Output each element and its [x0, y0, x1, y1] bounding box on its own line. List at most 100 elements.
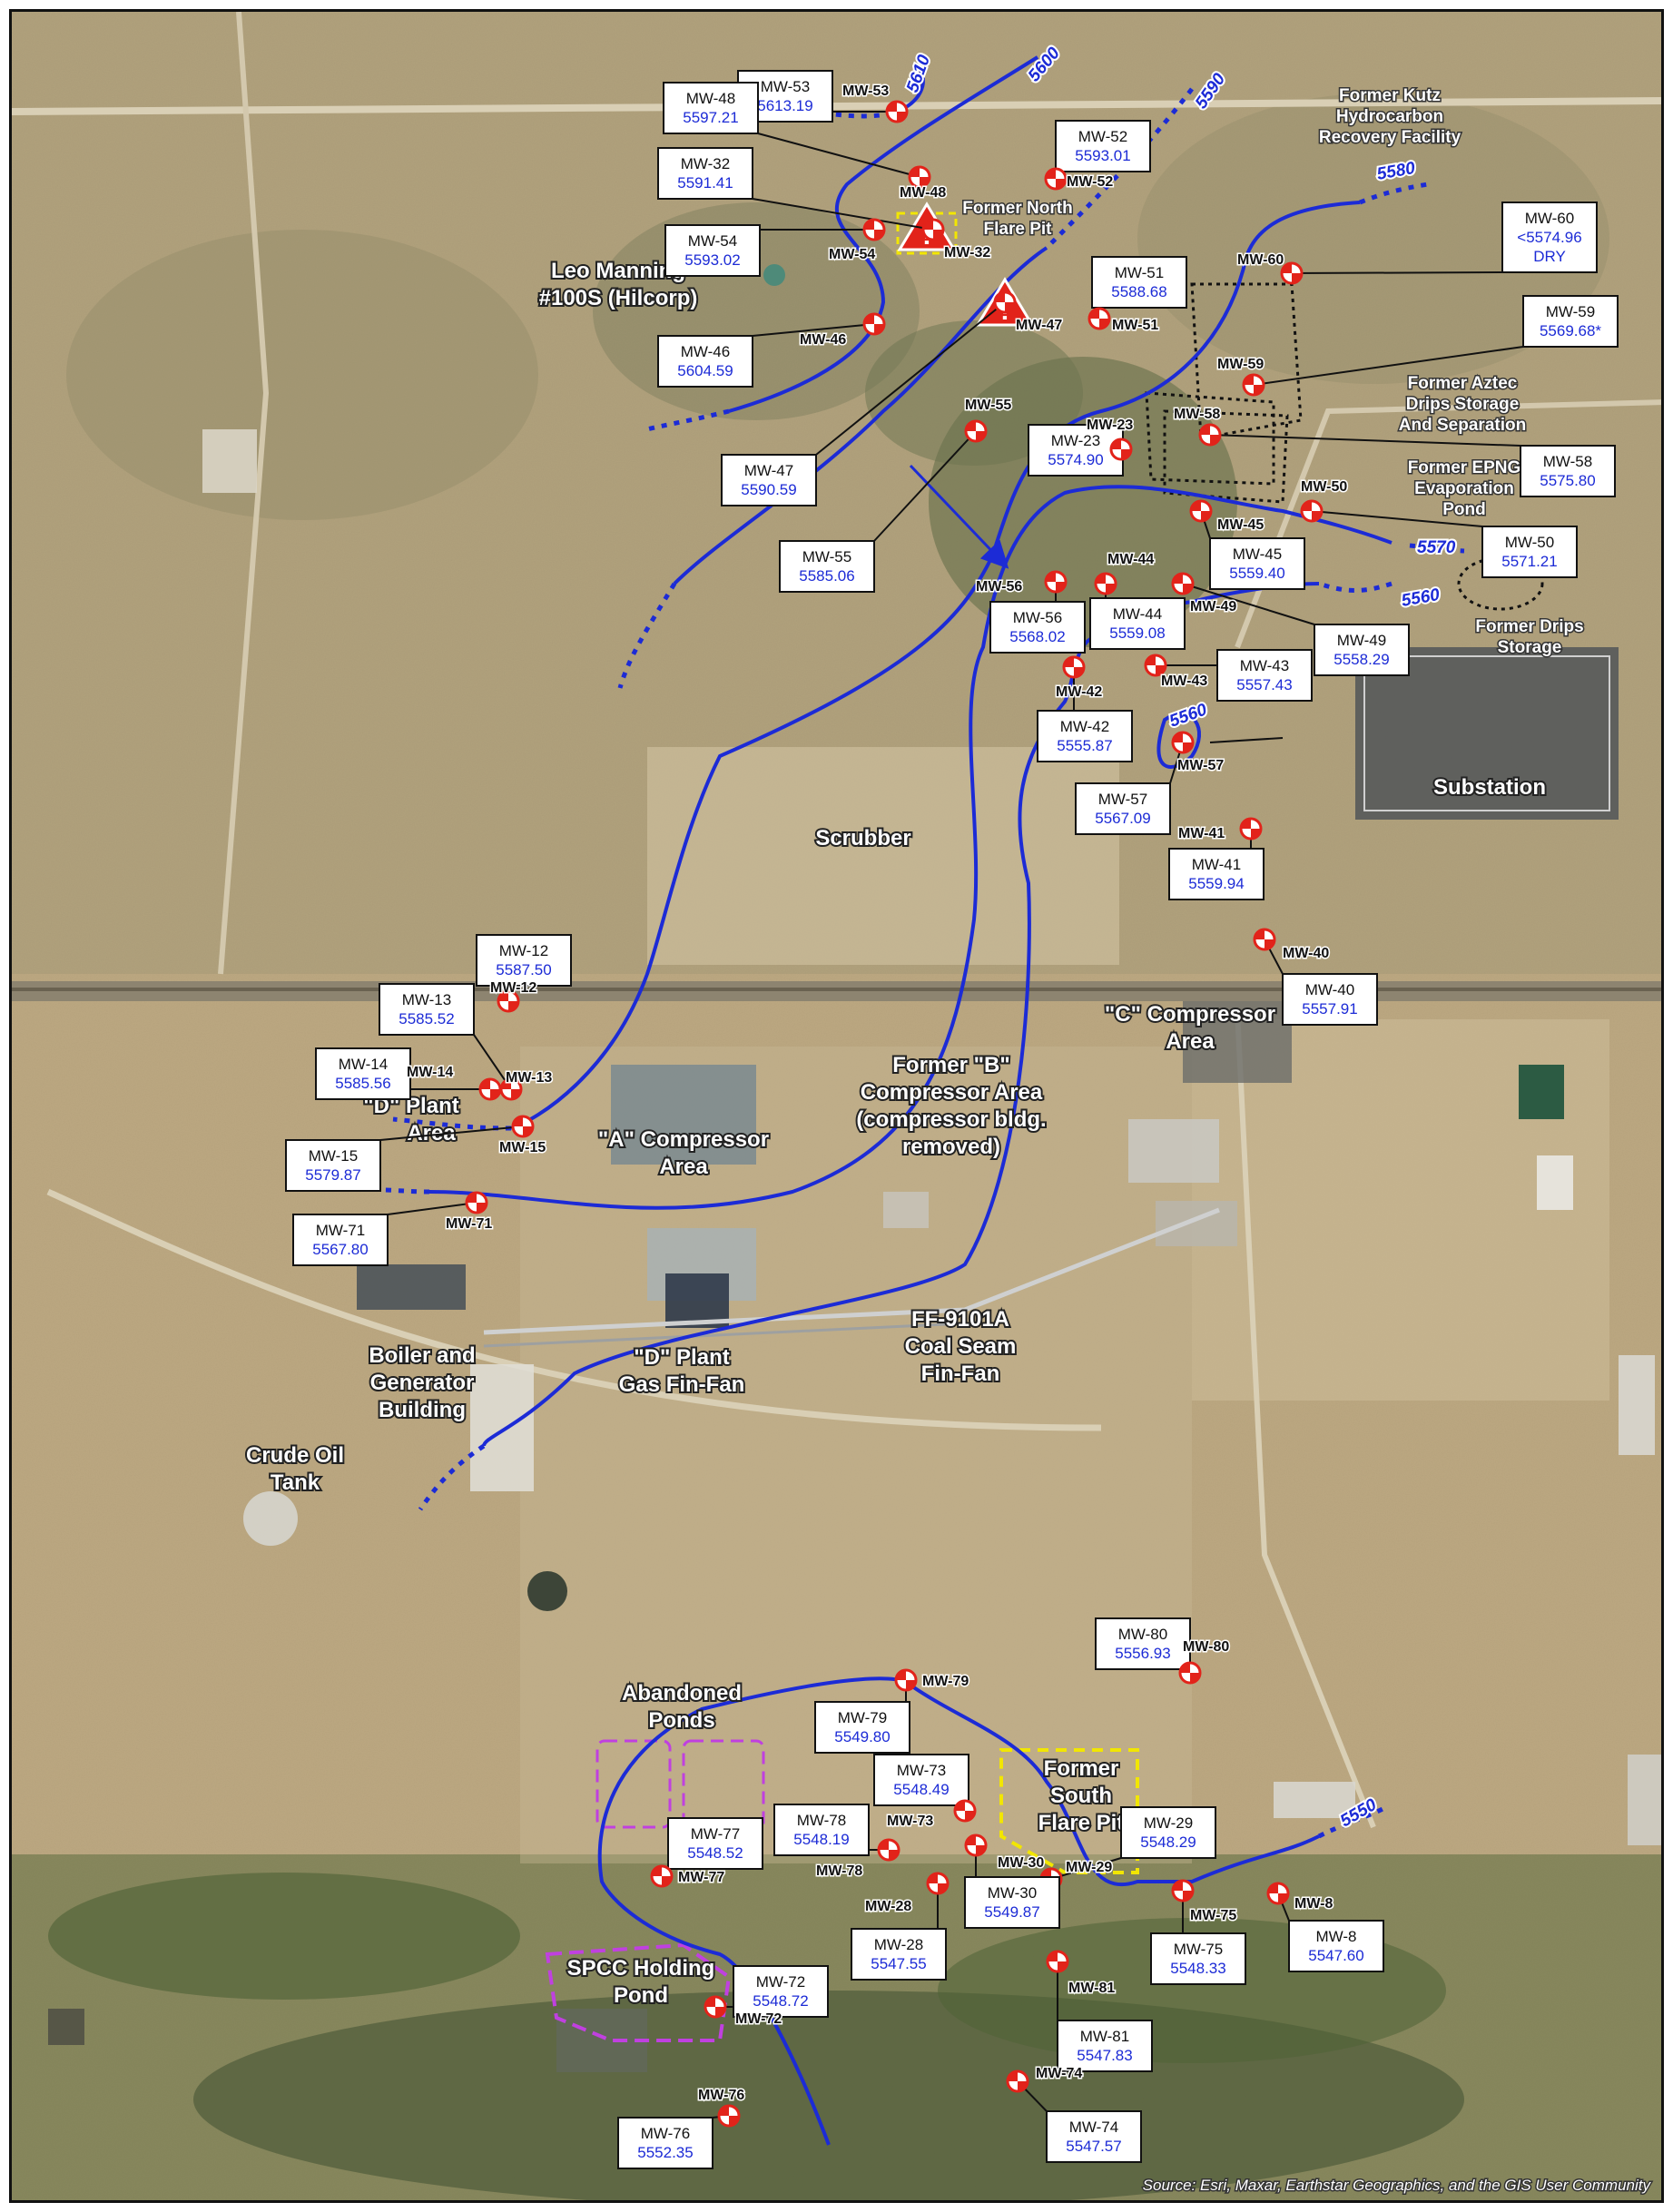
contour-5600-dashed [646, 408, 730, 432]
well-marker-icon[interactable] [964, 419, 988, 443]
well-marker-icon[interactable] [704, 1995, 727, 2019]
well-label-value: 5547.55 [871, 1955, 926, 1972]
well-marker-icon[interactable] [650, 1864, 674, 1888]
well-label-value: 5547.57 [1066, 2138, 1121, 2155]
well-marker-icon[interactable] [894, 1668, 918, 1692]
area-label: Storage [1498, 638, 1562, 657]
well-label-box [1168, 848, 1265, 900]
well-label-id: MW-81 [1080, 2028, 1129, 2045]
well-marker-icon[interactable] [717, 2104, 741, 2128]
leader-line [1311, 510, 1483, 527]
well-marker-icon[interactable] [862, 218, 886, 241]
well-tag: MW-41 [1178, 826, 1225, 841]
well-marker-icon[interactable] [1046, 1950, 1069, 1973]
well-label-id: MW-51 [1115, 264, 1164, 281]
map-canvas: 5610 5600 5590 5580 5570 5560 5560 5550 … [12, 12, 1661, 2200]
well-label-id: MW-60 [1525, 210, 1574, 227]
well-marker-icon[interactable] [1253, 928, 1276, 951]
well-label-value: 5547.60 [1308, 1947, 1363, 1964]
well-marker-icon[interactable] [1094, 572, 1117, 595]
well-marker-icon[interactable] [1087, 307, 1111, 330]
well-label-value: 5548.29 [1140, 1834, 1196, 1851]
well-marker-icon[interactable] [1280, 261, 1304, 285]
well-marker-icon[interactable] [926, 1872, 950, 1895]
well-label-box [964, 1876, 1060, 1929]
well-marker-icon[interactable] [1044, 570, 1068, 594]
well-label-box [1089, 597, 1186, 650]
well-label-id: MW-15 [309, 1147, 358, 1165]
well-marker-icon[interactable] [1300, 499, 1324, 523]
contour-5550-dashed [1317, 1806, 1384, 1839]
well-marker-icon[interactable] [885, 100, 909, 123]
well-label-value: 5579.87 [305, 1166, 360, 1184]
area-label: #100S (Hilcorp) [539, 286, 698, 310]
well-marker-icon[interactable] [478, 1077, 502, 1101]
well-marker-icon[interactable] [497, 989, 520, 1013]
area-label: (compressor bldg. [856, 1107, 1046, 1132]
south-flare-pit-outline [999, 1748, 1139, 1874]
well-tag: MW-42 [1056, 684, 1102, 700]
well-marker-icon[interactable] [1171, 1879, 1195, 1902]
well-marker-icon[interactable] [1144, 654, 1167, 677]
well-tag: MW-78 [816, 1863, 862, 1879]
well-label-id: MW-8 [1315, 1928, 1356, 1945]
area-label: Compressor Area [861, 1080, 1043, 1105]
area-label: Former Aztec [1408, 374, 1518, 393]
well-marker-icon[interactable] [993, 290, 1017, 314]
well-marker-icon[interactable] [1198, 423, 1222, 447]
well-marker-icon[interactable] [1171, 731, 1195, 754]
contour-5560-dashed-s [418, 1443, 486, 1511]
well-marker-icon[interactable] [953, 1799, 977, 1823]
well-marker-icon[interactable] [1062, 655, 1086, 679]
well-marker-icon[interactable] [964, 1834, 988, 1857]
area-label: Area [1166, 1029, 1215, 1054]
well-marker-icon[interactable] [1178, 1661, 1202, 1685]
well-marker-icon[interactable] [1189, 499, 1213, 523]
well-label-box [1095, 1617, 1191, 1670]
well-marker-icon[interactable] [908, 165, 931, 189]
well-tag: MW-28 [865, 1899, 911, 1914]
well-label-id: MW-76 [641, 2125, 690, 2142]
well-marker-icon[interactable] [1239, 817, 1263, 841]
area-label: Leo Manning [551, 259, 685, 283]
flow-direction-arrow [909, 464, 1009, 569]
well-label-box [1075, 782, 1171, 835]
well-label-value: 5557.43 [1236, 676, 1292, 693]
site-map: 5610 5600 5590 5580 5570 5560 5560 5550 … [9, 9, 1664, 2203]
contour-5600 [728, 55, 1039, 413]
well-label-box [733, 1965, 829, 2018]
well-marker-icon[interactable] [465, 1191, 488, 1214]
well-label-id: MW-29 [1144, 1814, 1193, 1832]
well-marker-icon[interactable] [1242, 373, 1265, 397]
well-marker-icon[interactable] [1006, 2069, 1029, 2093]
well-label-value: 5549.80 [834, 1728, 890, 1745]
leader-line [387, 1202, 477, 1215]
well-label-value: 5575.80 [1540, 472, 1595, 489]
leader-line [379, 1126, 524, 1141]
well-label-id: MW-42 [1060, 718, 1109, 735]
contour-5560-loop [1156, 712, 1202, 769]
well-label-box [1091, 256, 1187, 309]
well-marker-icon[interactable] [877, 1838, 900, 1862]
area-label: Ponds [648, 1708, 714, 1733]
well-marker-icon[interactable] [862, 312, 886, 336]
well-marker-icon[interactable] [1171, 572, 1195, 595]
well-marker-icon[interactable] [1044, 167, 1068, 191]
well-label-box [292, 1214, 389, 1266]
well-marker-icon[interactable] [921, 218, 945, 241]
contour-5570 [428, 485, 1393, 1210]
well-marker-icon[interactable] [1109, 437, 1133, 461]
area-label: Boiler and [369, 1343, 475, 1368]
well-marker-icon[interactable] [511, 1115, 535, 1138]
well-label-value: 5548.49 [893, 1781, 949, 1798]
well-marker-icon[interactable] [1266, 1882, 1290, 1905]
